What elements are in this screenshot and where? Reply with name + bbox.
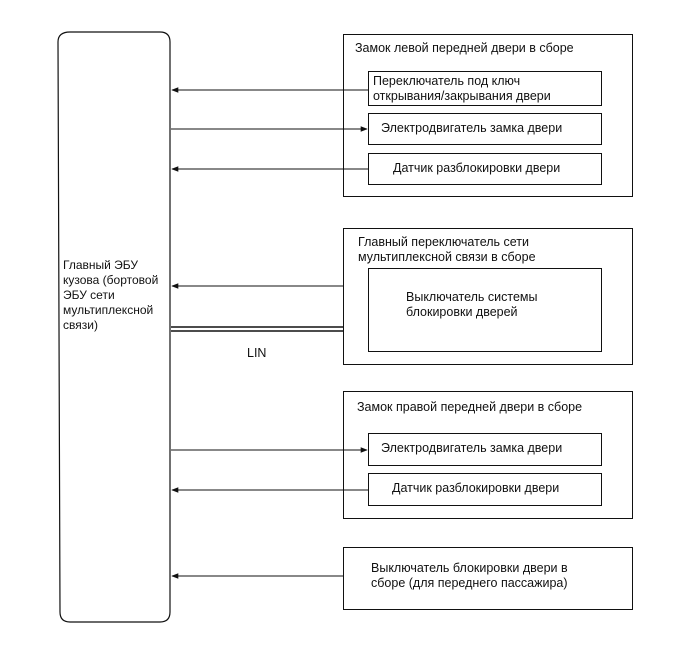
left-motor-label: Электродвигатель замка двери bbox=[381, 121, 563, 135]
master-switch-title: Главный переключатель сети мультиплексно… bbox=[358, 235, 536, 264]
left-door-lock-title: Замок левой передней двери в сборе bbox=[355, 41, 574, 55]
lock-system-switch-box bbox=[368, 268, 602, 352]
right-door-lock-title: Замок правой передней двери в сборе bbox=[357, 400, 583, 414]
master-switch-box bbox=[343, 228, 633, 365]
right-door-lock-box bbox=[343, 391, 633, 519]
right-sensor-label: Датчик разблокировки двери bbox=[392, 481, 560, 495]
ecu-label: Главный ЭБУ кузова (бортовой ЭБУ сети му… bbox=[63, 258, 159, 332]
lock-system-switch-label: Выключатель системы блокировки дверей bbox=[406, 290, 538, 319]
left-door-lock-box bbox=[343, 34, 633, 197]
key-switch-box bbox=[368, 71, 602, 106]
lin-label: LIN bbox=[247, 346, 267, 360]
ecu-box bbox=[57, 31, 171, 623]
passenger-switch-label: Выключатель блокировки двери в сборе (дл… bbox=[371, 561, 568, 590]
key-switch-label: Переключатель под ключ открывания/закрыв… bbox=[373, 74, 551, 103]
right-sensor-box bbox=[368, 473, 602, 506]
passenger-switch-box bbox=[343, 547, 633, 610]
right-motor-label: Электродвигатель замка двери bbox=[381, 441, 563, 455]
left-sensor-label: Датчик разблокировки двери bbox=[393, 161, 561, 175]
left-motor-box bbox=[368, 113, 602, 145]
right-motor-box bbox=[368, 433, 602, 466]
left-sensor-box bbox=[368, 153, 602, 185]
